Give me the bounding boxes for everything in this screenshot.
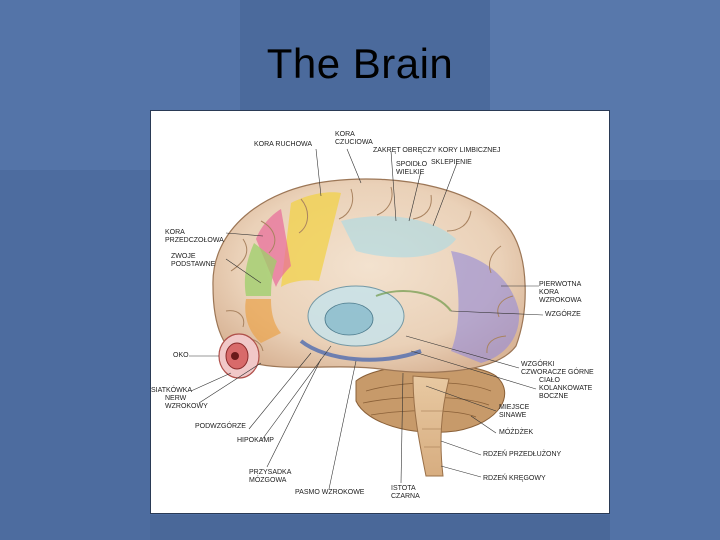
label-hypothalamus: PODWZGÓRZE [195, 423, 246, 431]
label-superior-colliculus: WZGÓRKI CZWORACZE GÓRNE [521, 361, 594, 377]
label-lateral-geniculate: CIAŁO KOLANKOWATE BOCZNE [539, 377, 592, 401]
label-eye: OKO [173, 352, 189, 360]
label-optic-nerve: NERW WZROKOWY [165, 395, 208, 411]
brain-illustration-frame: KORA RUCHOWA KORA CZUCIOWA ZAKRĘT OBRĘCZ… [150, 110, 610, 514]
label-substantia-nigra: ISTOTA CZARNA [391, 485, 420, 501]
cerebrum [213, 179, 525, 372]
label-optic-tract: PASMO WZROKOWE [295, 489, 364, 497]
label-sensory-cortex: KORA CZUCIOWA [335, 131, 373, 147]
label-motor-cortex: KORA RUCHOWA [254, 141, 312, 149]
label-hippocampus: HIPOKAMP [237, 437, 274, 445]
label-locus-coeruleus: MIEJSCE SINAWE [499, 404, 529, 420]
label-prefrontal-cortex: KORA PRZEDCZOŁOWA [165, 229, 224, 245]
background-tile [0, 170, 150, 540]
label-medulla: RDZEŃ PRZEDŁUŻONY [483, 451, 561, 459]
label-pituitary: PRZYSADKA MÓZGOWA [249, 469, 291, 485]
background-tile [150, 515, 610, 540]
label-primary-visual-cortex: PIERWOTNA KORA WZROKOWA [539, 281, 582, 305]
label-retina: SIATKÓWKA [151, 387, 192, 395]
slide-title: The Brain [0, 40, 720, 88]
label-fornix: SKLEPIENIE [431, 159, 472, 167]
label-corpus-callosum: SPOIDŁO WIELKIE [396, 161, 427, 177]
background-tile [610, 180, 720, 540]
label-spinal-cord: RDZEŃ KRĘGOWY [483, 475, 546, 483]
label-basal-ganglia: ZWOJE PODSTAWNE [171, 253, 215, 269]
label-cerebellum: MÓŻDŻEK [499, 429, 533, 437]
label-thalamus: WZGÓRZE [545, 311, 581, 319]
label-cingulate-gyrus: ZAKRĘT OBRĘCZY KORY LIMBICZNEJ [373, 147, 500, 155]
eye [219, 334, 259, 378]
